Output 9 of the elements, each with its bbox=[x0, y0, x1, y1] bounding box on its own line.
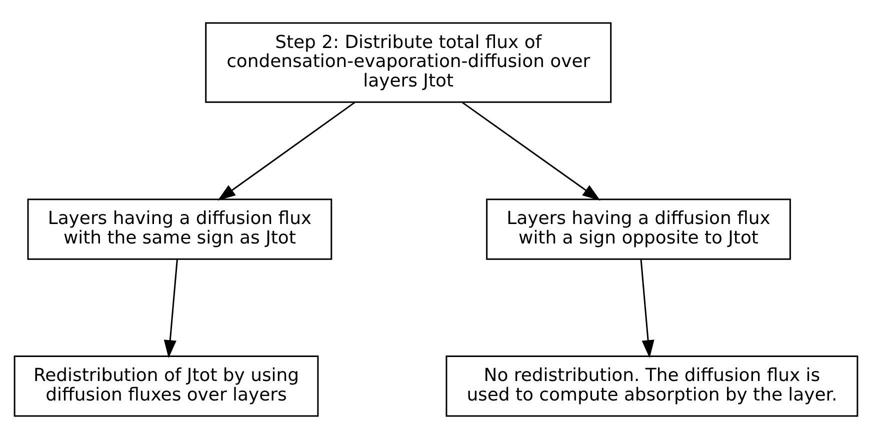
node-box: Layers having a diffusion flux with the same sign as Jtot bbox=[27, 198, 332, 260]
arrow bbox=[218, 102, 356, 201]
node-box: Layers having a diffusion flux with a sign opposite to Jtot bbox=[486, 198, 791, 260]
arrow bbox=[164, 260, 178, 358]
arrow bbox=[462, 102, 600, 201]
node-box: No redistribution. The diffusion flux is used to compute absorption by the layer. bbox=[446, 356, 858, 417]
node-box: Redistribution of Jtot by using diffusion fluxes over layers bbox=[14, 356, 319, 417]
arrow bbox=[640, 260, 654, 358]
node-box: Step 2: Distribute total flux of condensation-evaporation-diffusion over layers Jtot bbox=[205, 22, 612, 103]
